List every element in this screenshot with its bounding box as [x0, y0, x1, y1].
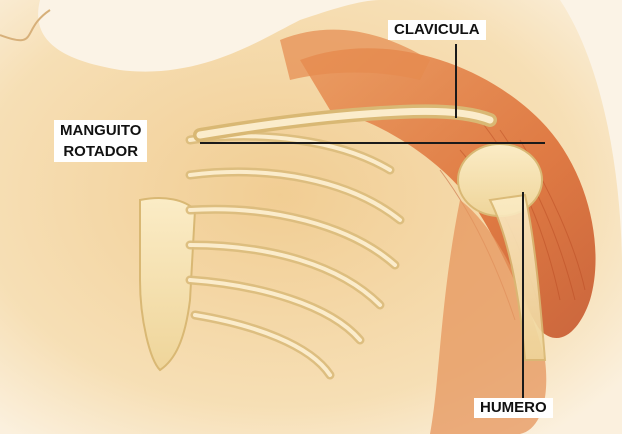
- clavicula-label: CLAVICULA: [388, 20, 486, 40]
- humero-label: HUMERO: [474, 398, 553, 418]
- manguito-rotador-label: MANGUITO ROTADOR: [54, 120, 147, 162]
